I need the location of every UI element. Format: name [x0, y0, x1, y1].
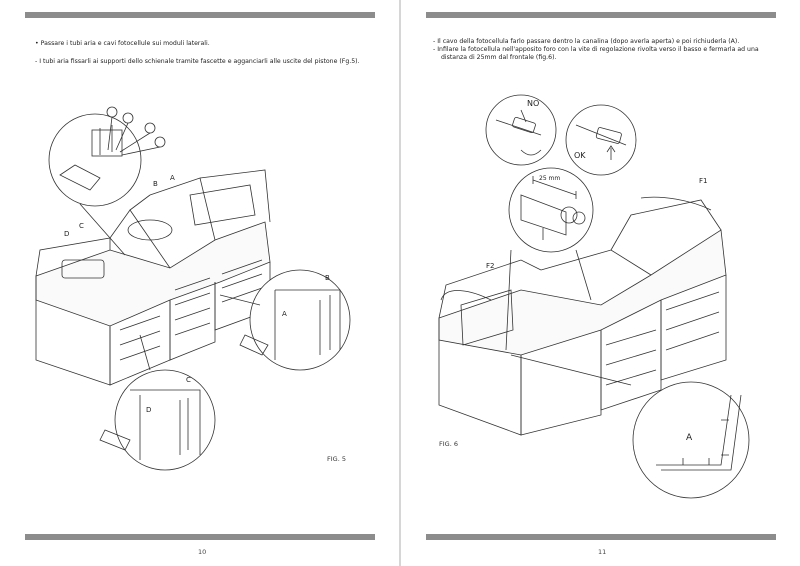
instruction-bullet-2-line-2: distanza di 25mm dal frontale (fig.6). — [441, 54, 557, 61]
callout-a-detail: A — [282, 310, 287, 318]
callout-b: B — [153, 180, 158, 188]
callout-d: D — [64, 230, 69, 238]
bottom-rule — [426, 534, 776, 540]
figure-6-illustration: NO OK 25 mm F1 F2 A — [438, 94, 750, 499]
top-rule — [426, 12, 776, 18]
instruction-bullet-2-line-1: - Infilare la fotocellula nell'apposito … — [433, 46, 759, 53]
callout-c-detail: C — [186, 376, 191, 384]
callout-b-detail: B — [325, 274, 330, 282]
instruction-bullet-2: - I tubi aria fissarli ai supporti dello… — [35, 58, 360, 65]
book-spine — [399, 0, 401, 566]
figure-5-label: FIG. 5 — [327, 455, 346, 463]
callout-a: A — [686, 433, 693, 443]
instruction-bullet-1: • Passare i tubi aria e cavi fotocellule… — [35, 40, 210, 47]
callout-f2: F2 — [486, 262, 494, 270]
callout-a: A — [170, 174, 175, 182]
page-number-right: 11 — [598, 548, 607, 556]
callout-f1: F1 — [699, 177, 707, 185]
instruction-bullet-1: - Il cavo della fotocellula farlo passar… — [433, 38, 740, 45]
callout-d-detail: D — [146, 406, 151, 414]
callout-c: C — [79, 222, 84, 230]
top-rule — [25, 12, 375, 18]
callout-ok: OK — [574, 151, 586, 160]
figure-5-illustration: B A D C B A C D — [35, 106, 351, 471]
right-page: - Il cavo della fotocellula farlo passar… — [401, 0, 800, 566]
left-page: • Passare i tubi aria e cavi fotocellule… — [0, 0, 399, 566]
figure-6-label: FIG. 6 — [439, 440, 458, 448]
dimension-label: 25 mm — [539, 175, 560, 182]
callout-no: NO — [527, 99, 539, 108]
bottom-rule — [25, 534, 375, 540]
page-number-left: 10 — [198, 548, 207, 556]
